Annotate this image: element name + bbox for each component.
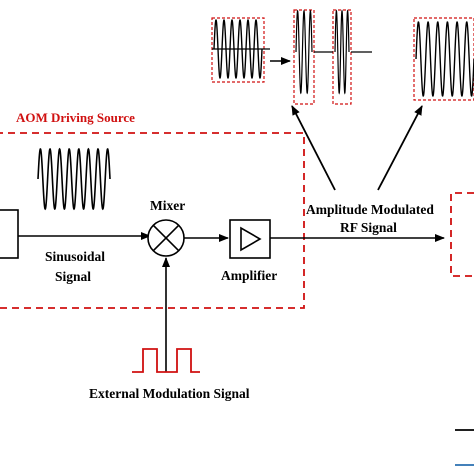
waveform-thumb-middle bbox=[293, 9, 372, 105]
top-waveforms bbox=[211, 9, 474, 105]
mixer-icon bbox=[147, 219, 185, 257]
aom-box-right bbox=[450, 192, 474, 277]
square-wave-signal bbox=[132, 348, 200, 373]
aom-driving-source-label: AOM Driving Source bbox=[16, 110, 135, 125]
mixer-label: Mixer bbox=[150, 198, 185, 213]
am-rf-label-line2: RF Signal bbox=[340, 220, 397, 235]
am-rf-label-line1: Amplitude Modulated bbox=[306, 202, 434, 217]
amplifier-icon bbox=[229, 219, 271, 259]
amplifier-label: Amplifier bbox=[221, 268, 277, 283]
waveform-thumb-right bbox=[413, 17, 474, 101]
arrow-up-right bbox=[377, 105, 423, 191]
sinusoidal-waveform bbox=[37, 147, 111, 211]
external-modulation-label: External Modulation Signal bbox=[89, 386, 250, 401]
sinusoidal-label-line2: Signal bbox=[55, 269, 91, 284]
sinusoidal-label-line1: Sinusoidal bbox=[45, 249, 105, 264]
waveform-thumb-left bbox=[211, 17, 270, 83]
signal-source-block bbox=[0, 209, 19, 259]
arrow-up-left bbox=[291, 105, 336, 191]
aom-driving-source-box bbox=[0, 132, 305, 309]
